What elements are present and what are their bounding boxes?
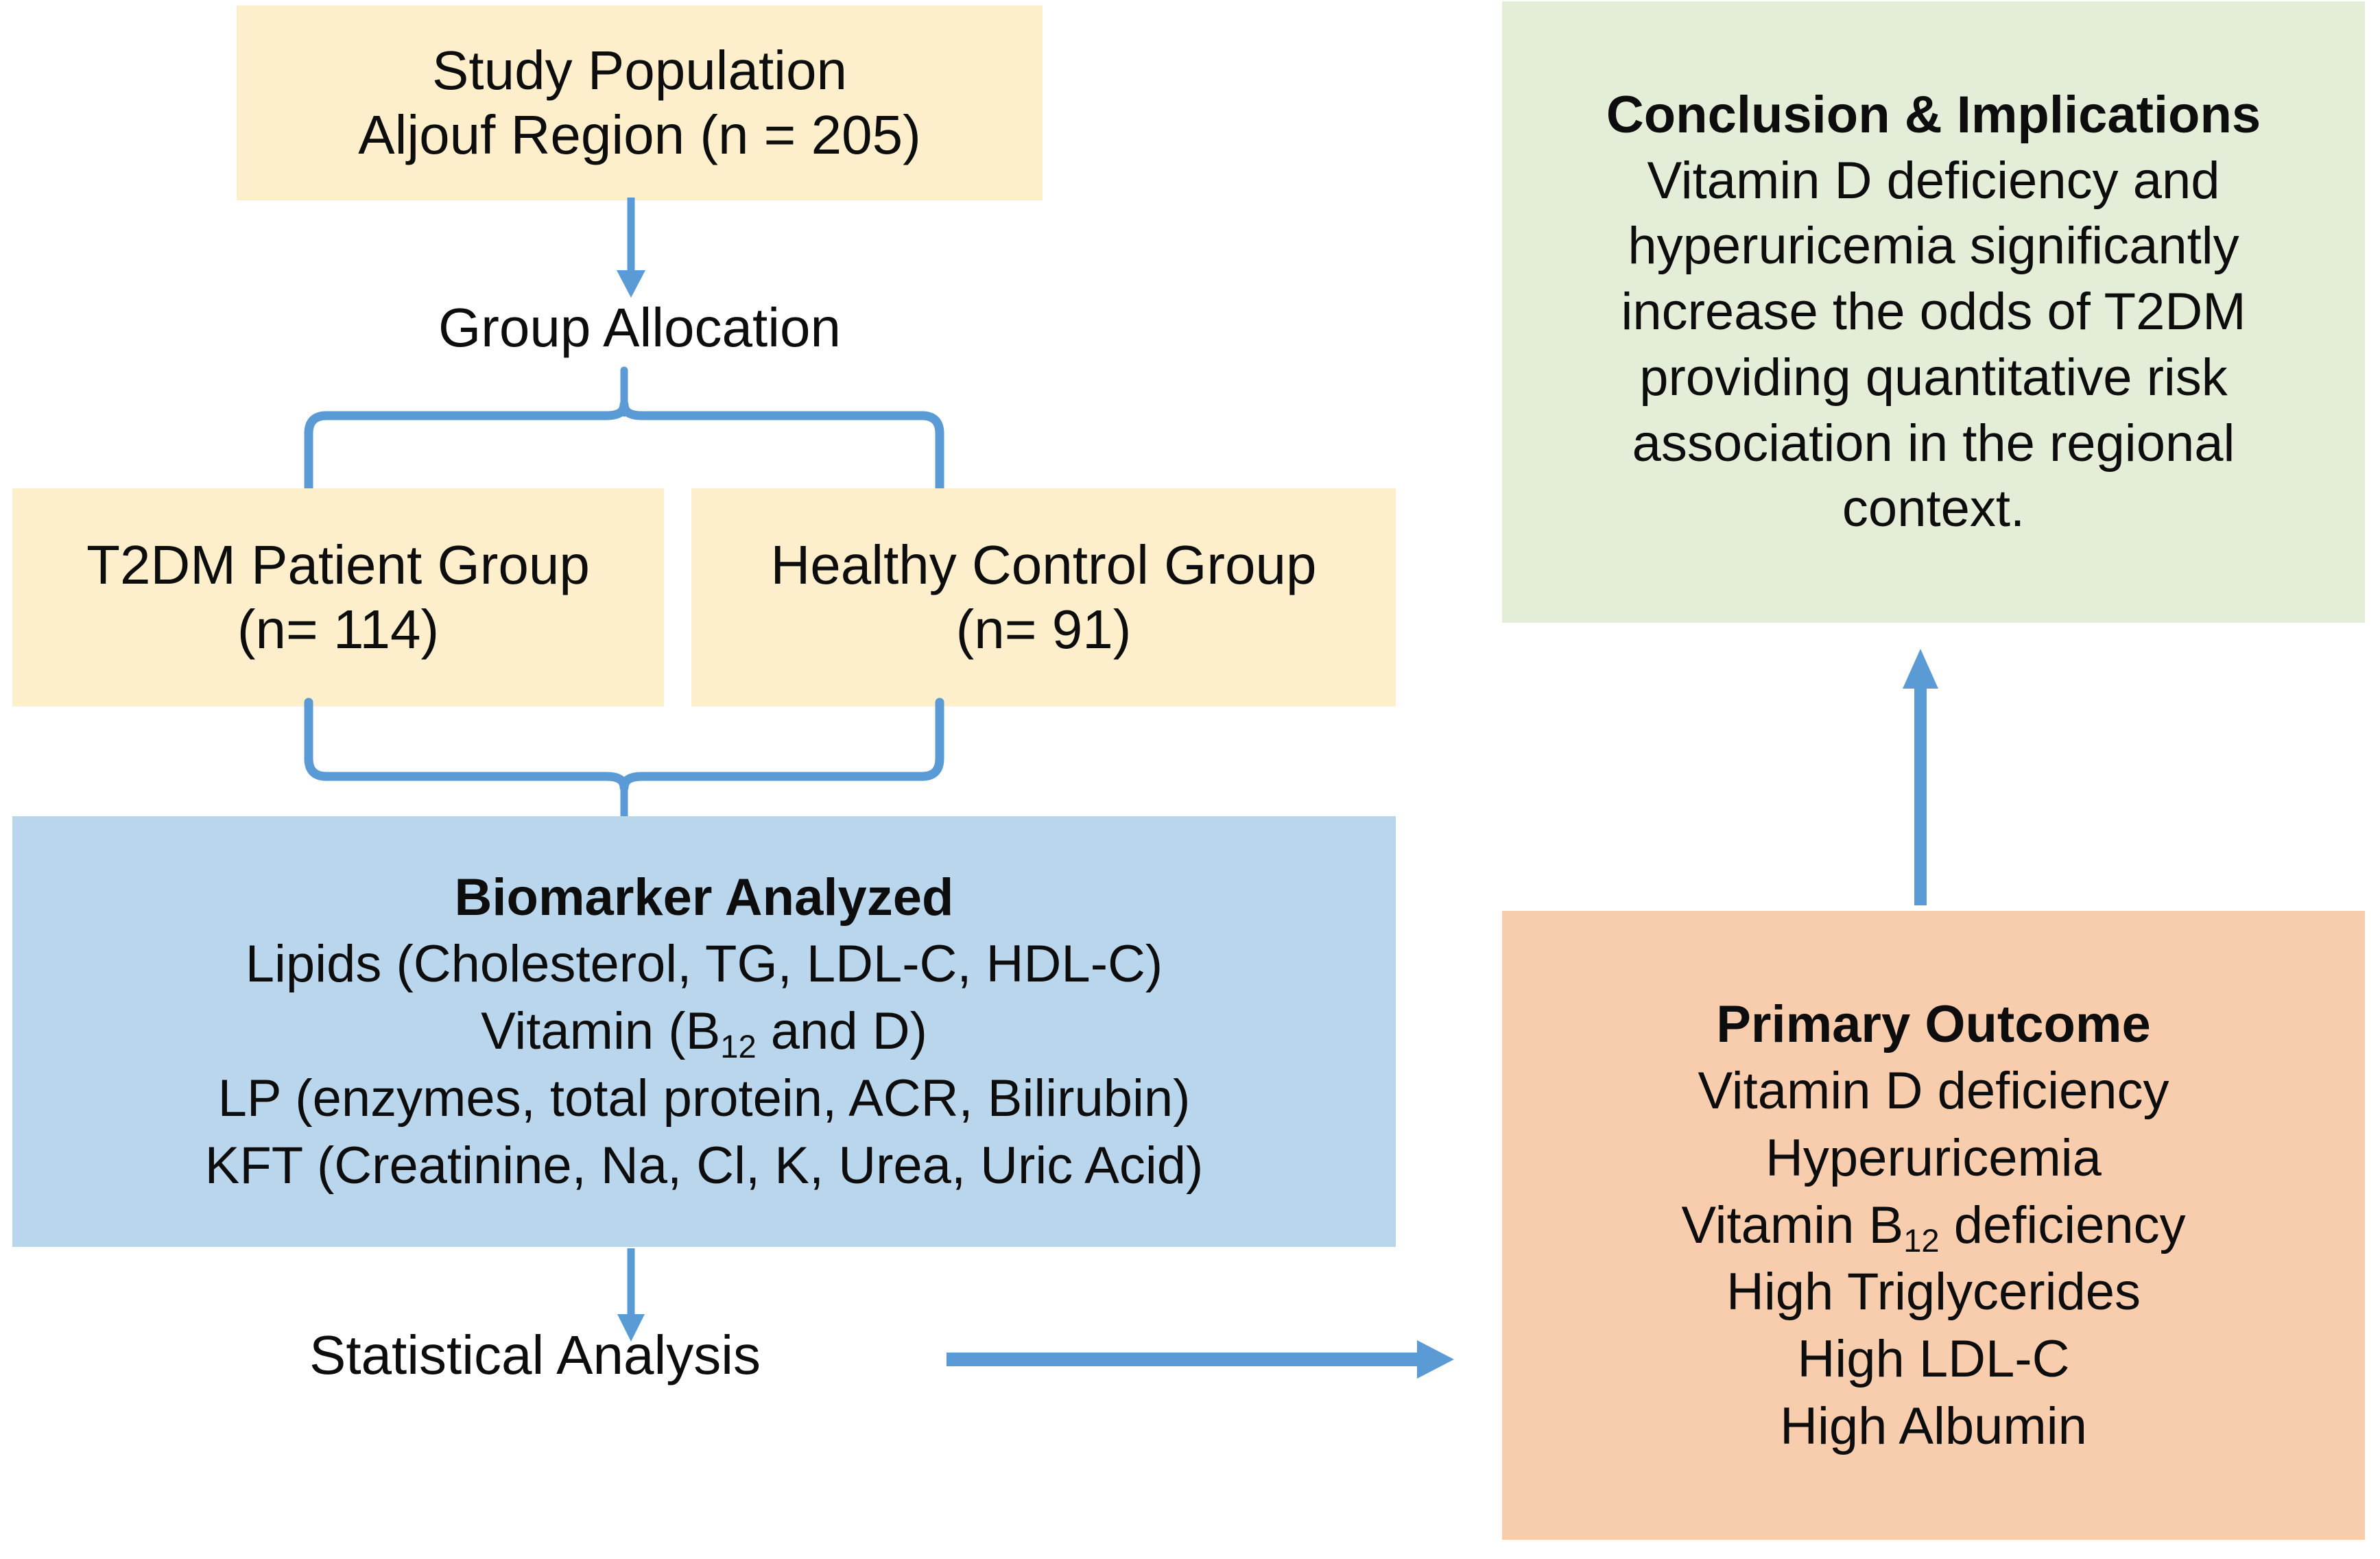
arrow-primary-outcome-to-conclusion [1893,631,1948,905]
primary-outcome-item-triglycerides: High Triglycerides [1726,1263,2141,1322]
biomarker-vitamin-sub: 12 [720,1028,757,1065]
primary-outcome-b12-pre: Vitamin B [1681,1195,1904,1254]
t2dm-group-line-1: T2DM Patient Group [86,534,590,595]
biomarker-line-lipids: Lipids (Cholesterol, TG, LDL-C, HDL-C) [245,935,1163,994]
biomarker-title: Biomarker Analyzed [454,868,954,927]
conclusion-line-6: context. [1842,479,2025,538]
biomarker-line-kft: KFT (Creatinine, Na, Cl, K, Urea, Uric A… [204,1136,1204,1195]
control-group-line-2: (n= 91) [955,599,1132,660]
t2dm-patient-group-box: T2DM Patient Group (n= 114) [12,488,664,706]
conclusion-line-1: Vitamin D deficiency and [1647,151,2220,210]
study-population-line-2: Aljouf Region (n = 205) [358,104,921,165]
conclusion-line-2: hyperuricemia significantly [1628,217,2239,276]
conclusion-line-5: association in the regional [1632,414,2235,473]
arrow-population-to-allocation [610,198,652,300]
biomarker-line-lp: LP (enzymes, total protein, ACR, Bilirub… [217,1069,1191,1128]
biomarker-vitamin-pre: Vitamin (B [481,1002,721,1061]
primary-outcome-title: Primary Outcome [1716,995,2151,1054]
control-group-line-1: Healthy Control Group [770,534,1317,595]
primary-outcome-item-ldl: High LDL-C [1797,1330,2070,1388]
study-population-line-1: Study Population [432,39,847,101]
biomarker-line-vitamin: Vitamin (B12 and D) [481,1001,927,1062]
conclusion-implications-box: Conclusion & Implications Vitamin D defi… [1502,1,2365,623]
statistical-analysis-label: Statistical Analysis [309,1324,761,1385]
conclusion-line-4: providing quantitative risk [1639,348,2228,407]
group-allocation-label: Group Allocation [438,297,842,358]
conclusion-title: Conclusion & Implications [1606,86,2261,145]
biomarker-analyzed-box: Biomarker Analyzed Lipids (Cholesterol, … [12,816,1396,1247]
primary-outcome-b12-sub: 12 [1903,1222,1940,1259]
t2dm-group-line-2: (n= 114) [237,599,440,660]
study-population-box: Study Population Aljouf Region (n = 205) [237,5,1043,200]
primary-outcome-item-albumin: High Albumin [1780,1396,2087,1455]
primary-outcome-box: Primary Outcome Vitamin D deficiency Hyp… [1502,911,2365,1540]
primary-outcome-item-b12: Vitamin B12 deficiency [1681,1195,2185,1257]
brace-groups-merge [288,698,960,826]
primary-outcome-item-vitamin-d: Vitamin D deficiency [1698,1062,2169,1121]
brace-allocation-split [288,366,960,494]
arrow-statistics-to-primary-outcome [947,1325,1461,1394]
healthy-control-group-box: Healthy Control Group (n= 91) [691,488,1396,706]
biomarker-vitamin-post: and D) [756,1002,927,1061]
primary-outcome-item-hyperuricemia: Hyperuricemia [1765,1128,2102,1187]
conclusion-line-3: increase the odds of T2DM [1621,283,2246,342]
primary-outcome-b12-post: deficiency [1939,1195,2186,1254]
